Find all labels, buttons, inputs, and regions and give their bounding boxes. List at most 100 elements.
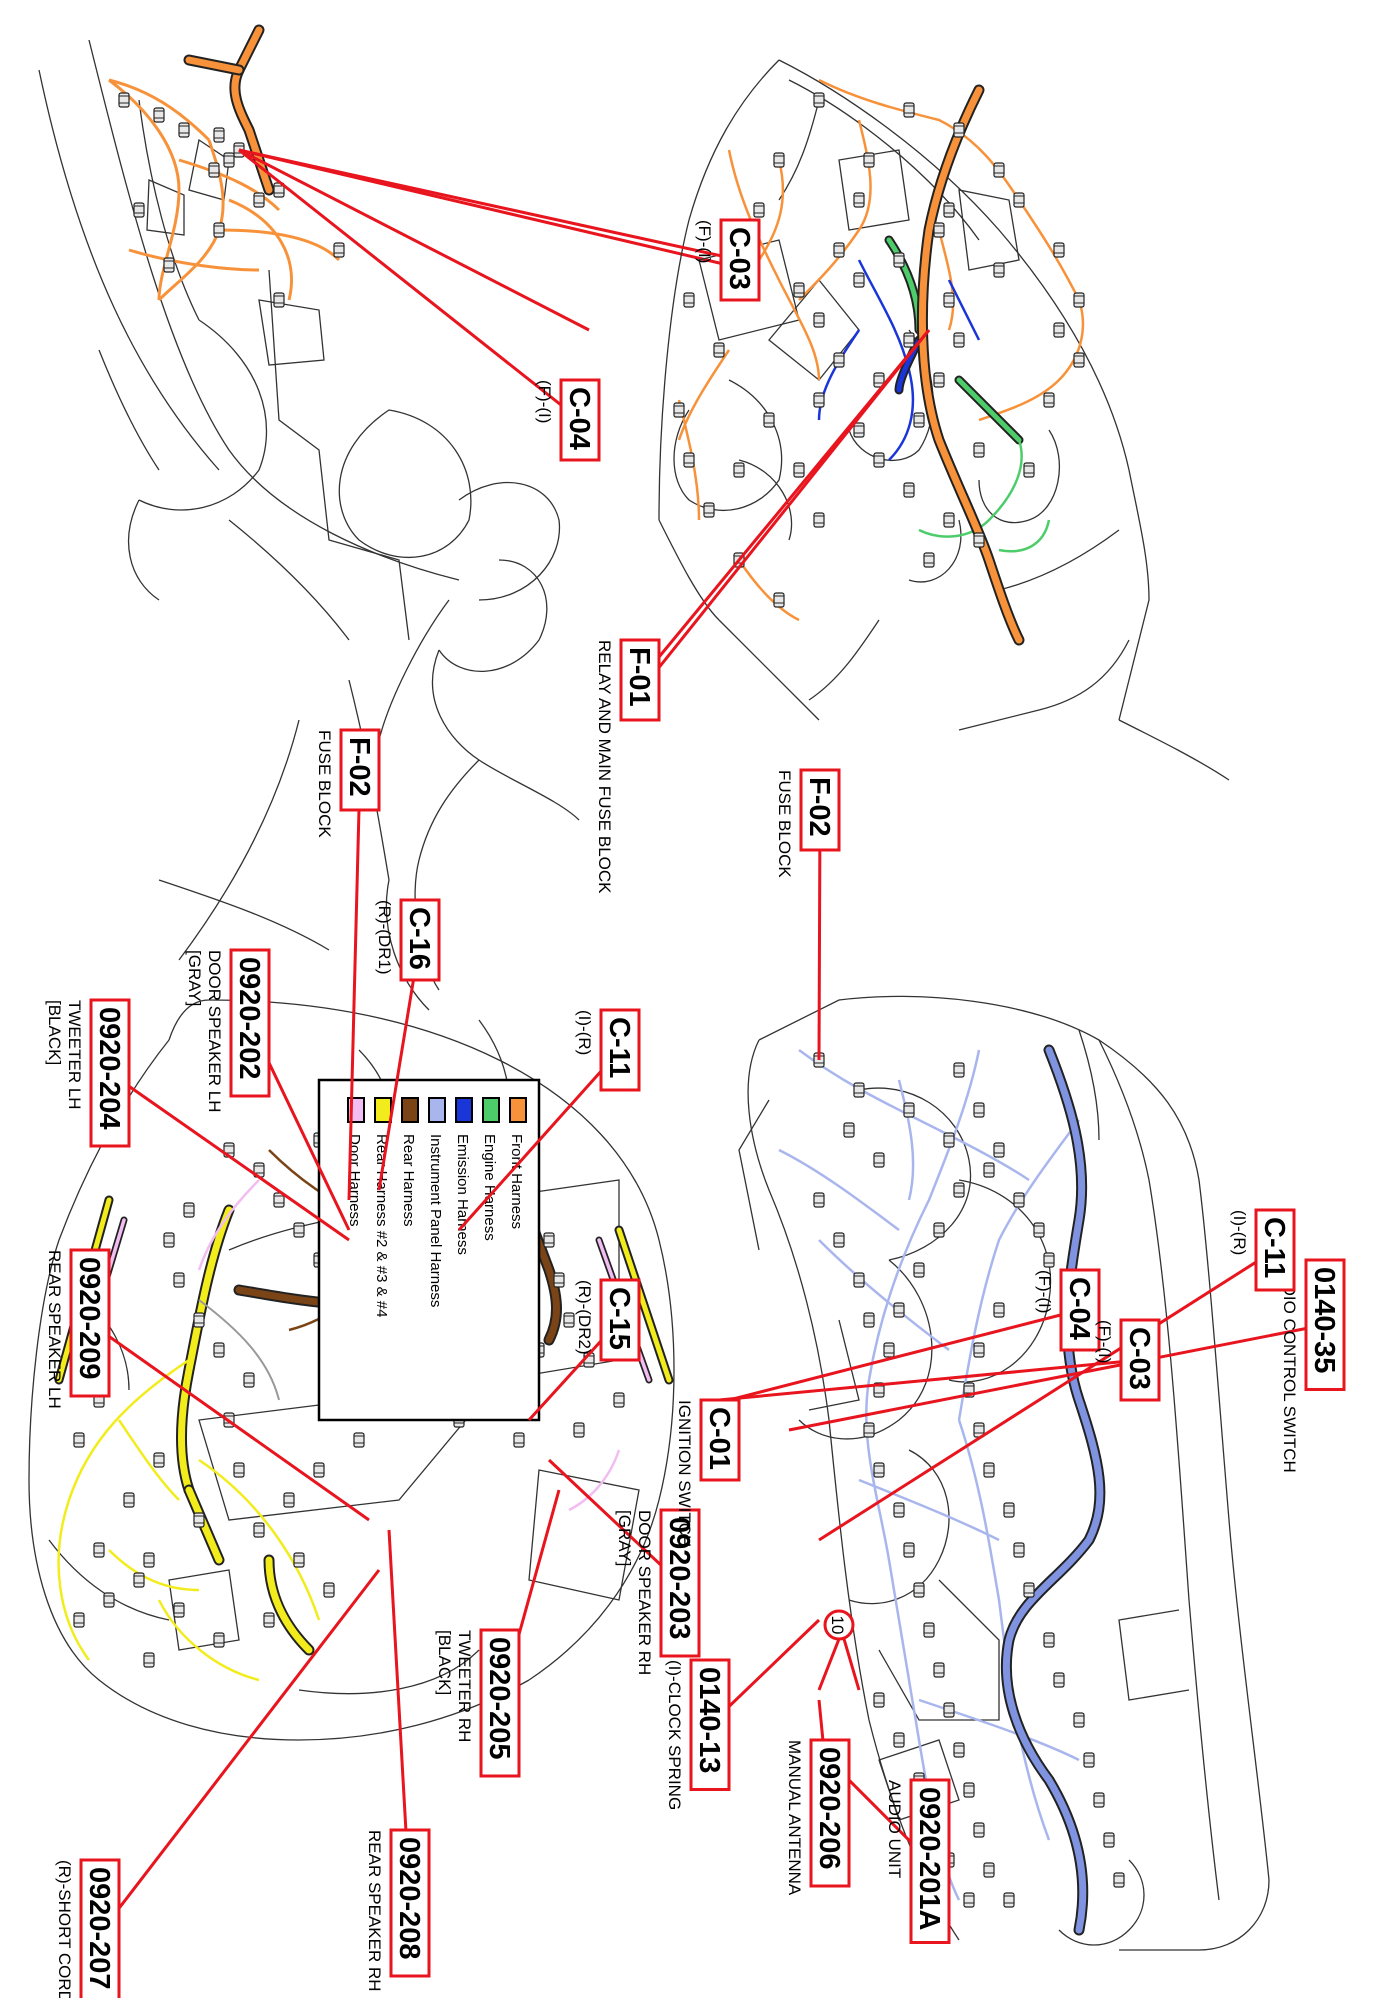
connector-icon (243, 1372, 255, 1388)
callout-code-box (89, 998, 131, 1148)
callout-code: 0920-205 (483, 1637, 515, 1760)
callout-code-box (79, 1858, 121, 2003)
connector-icon (193, 1312, 205, 1328)
connector-icon (893, 252, 905, 268)
connector-icon (913, 1582, 925, 1598)
connector-icon (143, 1652, 155, 1668)
callout-code-box (689, 1658, 731, 1791)
callout-code: 0920-201A (913, 1787, 945, 1931)
connector-icon (333, 242, 345, 258)
connector-icon (1053, 1672, 1065, 1688)
callout-description: (R)-(DR2) (575, 1280, 594, 1355)
callout-description: FUSE BLOCK (775, 770, 794, 878)
connector-icon (683, 292, 695, 308)
legend-swatch (401, 1097, 419, 1123)
connector-icon (213, 127, 225, 143)
callout-description: FUSE BLOCK (315, 730, 334, 838)
connector-icon (213, 1342, 225, 1358)
callout-code: 0920-209 (73, 1257, 105, 1380)
connector-icon (973, 442, 985, 458)
callout-code: 0920-207 (83, 1867, 115, 1990)
callout-code-box (1059, 1268, 1101, 1352)
connector-icon (833, 352, 845, 368)
callout-description: [GRAY] (185, 950, 204, 1006)
connector-icon (553, 1272, 565, 1288)
callout-description: REAR SPEAKER RH (365, 1830, 384, 1992)
connector-icon (793, 282, 805, 298)
callout-description: REAR SPEAKER LH (45, 1250, 64, 1409)
connector-icon (943, 292, 955, 308)
connector-icon (993, 1142, 1005, 1158)
connector-icon (543, 1232, 555, 1248)
callout-leader (377, 939, 422, 1191)
legend-entry: Front Harness (508, 1097, 527, 1229)
callout-leader (98, 1569, 381, 1934)
callout-leader (818, 1248, 1276, 1542)
callout-description: (I)-(R) (575, 1010, 594, 1055)
legend-label: Front Harness (508, 1134, 525, 1229)
callout-leader (89, 1321, 370, 1522)
callout-leader-lines (89, 148, 1326, 1934)
connector-icon (1013, 1542, 1025, 1558)
connector-icon (993, 1302, 1005, 1318)
callout-leader (638, 329, 931, 681)
connector-icon (213, 222, 225, 238)
connector-icon (1003, 1892, 1015, 1908)
connector-icon (973, 1822, 985, 1838)
callout-description: (F)-(I) (535, 380, 554, 423)
connector-icon (763, 412, 775, 428)
connector-icon (933, 1222, 945, 1238)
callout-0140-13: 0140-13(I)-CLOCK SPRING (665, 1658, 731, 1810)
callout-description: [GRAY] (615, 1510, 634, 1566)
callout-f-02: F-02 FUSE BLOCK (775, 768, 841, 878)
connector-icon (253, 1162, 265, 1178)
connector-icon (1113, 1872, 1125, 1888)
connector-icon (193, 1512, 205, 1528)
callout-code: C-04 (563, 387, 595, 450)
connector-icon (963, 1892, 975, 1908)
callout-c-03: C-03(F)-(I) (1095, 1318, 1161, 1402)
connector-icon (903, 102, 915, 118)
callout-leader (238, 148, 741, 262)
callout-c-03: C-03(F)-(I) (695, 218, 761, 302)
callout-code: F-01 (623, 647, 655, 707)
connector-icon (573, 1422, 585, 1438)
connector-icon (833, 242, 845, 258)
callout-code-box (909, 1778, 951, 1944)
connector-icon (873, 1382, 885, 1398)
connector-icon (853, 272, 865, 288)
connector-icon (833, 1232, 845, 1248)
connector-icon (813, 312, 825, 328)
connector-icon (843, 1122, 855, 1138)
connector-icon (943, 512, 955, 528)
connector-icon (353, 1432, 365, 1448)
callout-leader (238, 148, 581, 422)
connector-icon (1053, 242, 1065, 258)
connector-icon (1053, 322, 1065, 338)
steering-column-view (38, 24, 750, 1011)
callout-description: TWEETER LH (65, 1000, 84, 1110)
callout-code-box (599, 1008, 641, 1092)
callout-code: F-02 (803, 777, 835, 837)
connector-icon (683, 452, 695, 468)
callout-code-box (659, 1508, 701, 1658)
connector-icon (873, 452, 885, 468)
connector-icon (123, 1492, 135, 1508)
connector-icon (1033, 1222, 1045, 1238)
connector-icon (953, 1182, 965, 1198)
connector-icon (863, 1422, 875, 1438)
connector-icon (813, 1192, 825, 1208)
connector-icon (983, 1862, 995, 1878)
callout-code: C-04 (1063, 1277, 1095, 1340)
callout-code: 0920-203 (663, 1517, 695, 1640)
connector-icon (253, 1522, 265, 1538)
